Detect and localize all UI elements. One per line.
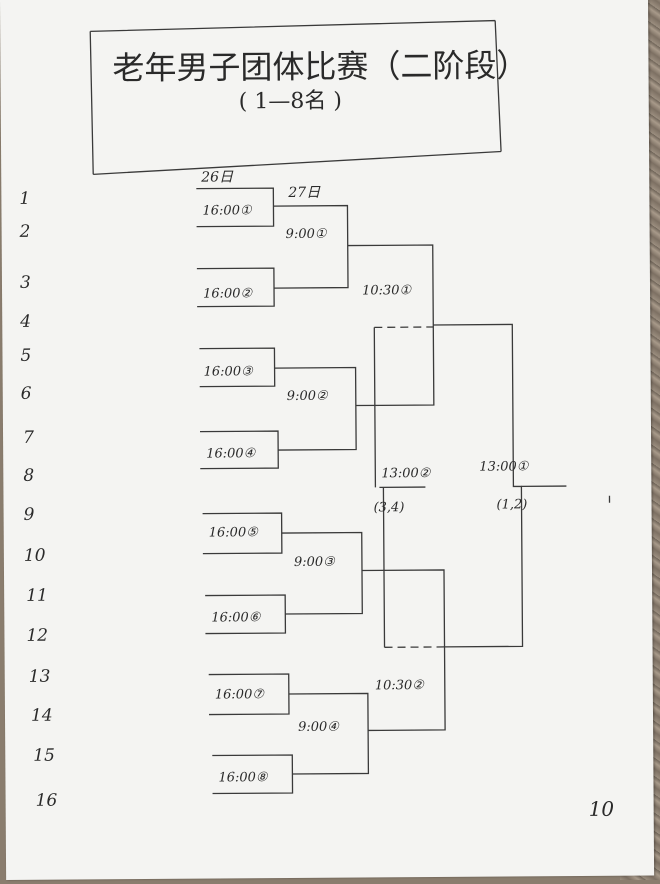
match-label-first-round: 16:00⑧	[218, 770, 269, 785]
match-label-third-place: 13:00②	[381, 466, 432, 481]
row-number: 2	[19, 222, 31, 242]
date-header-26: 26日	[200, 169, 234, 185]
row-number: 12	[26, 626, 48, 646]
date-header-27: 27日	[287, 185, 321, 201]
second-round-box	[273, 206, 348, 289]
row-number: 15	[33, 746, 55, 766]
page-title: 老年男子团体比赛（二阶段）	[112, 46, 528, 87]
match-label-first-round: 16:00⑦	[215, 687, 266, 702]
match-label-second-round: 9:00③	[294, 555, 336, 570]
match-label-first-round: 16:00②	[203, 286, 254, 301]
match-note-final: (1,2)	[496, 497, 527, 512]
match-label-first-round: 16:00⑤	[209, 525, 260, 540]
row-number: 1	[19, 189, 30, 209]
match-label-second-round: 9:00④	[298, 720, 340, 735]
row-number: 10	[24, 546, 46, 566]
match-label-second-round: 9:00①	[286, 227, 328, 242]
row-number: 5	[20, 346, 31, 366]
match-label-first-round: 16:00⑥	[211, 610, 262, 625]
match-label-final: 13:00①	[479, 459, 530, 474]
row-number: 7	[23, 428, 34, 448]
final-bracket	[433, 324, 522, 647]
match-label-first-round: 16:00①	[202, 203, 253, 218]
page-subtitle: ( 1—8名 )	[239, 89, 342, 115]
row-number: 16	[36, 791, 58, 811]
row-number: 14	[31, 706, 53, 726]
row-number: 9	[24, 505, 35, 525]
row-number: 13	[29, 667, 51, 687]
semifinal-box	[348, 245, 434, 406]
row-number: 4	[19, 312, 31, 332]
match-label-second-round: 9:00②	[287, 389, 329, 404]
match-note-third-place: (3,4)	[374, 500, 405, 515]
second-round-box	[282, 532, 363, 614]
second-round-box	[275, 368, 357, 451]
semifinal-box	[362, 570, 445, 731]
row-number: 6	[21, 384, 32, 404]
page-number: 10	[589, 797, 615, 821]
row-number: 3	[20, 273, 31, 293]
row-number: 11	[26, 586, 48, 606]
match-label-first-round: 16:00③	[204, 364, 255, 379]
match-label-first-round: 16:00④	[206, 446, 257, 461]
row-number: 8	[23, 466, 34, 486]
match-label-semifinal: 10:30①	[362, 283, 413, 298]
match-label-semifinal: 10:30②	[375, 678, 426, 693]
